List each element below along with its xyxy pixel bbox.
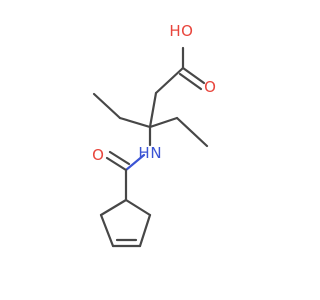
bond-ch2-carboxyl (154, 66, 185, 95)
molecule-structure-diagram: H O O O H N (92, 22, 216, 248)
ring-bond-3 (99, 213, 115, 248)
bond-ethyl-right-terminal (175, 116, 209, 148)
bond-quaternary-ethyl-left (118, 116, 152, 129)
ring-bond-1 (99, 198, 128, 217)
amide-hydrogen-label: H (138, 144, 149, 162)
bond-quaternary-ethyl-right (148, 116, 179, 129)
bond-amide-co-double-a (105, 156, 128, 172)
bond-carboxyl-co-double-a (181, 66, 206, 85)
amide-nitrogen-label: N (150, 144, 161, 162)
bond-nitrogen-carbonyl (124, 153, 146, 172)
bond-amide-co-double-b (108, 150, 131, 166)
acid-carbonyl-oxygen-label: O (204, 78, 216, 96)
amide-carbonyl-oxygen-label: O (92, 146, 104, 164)
ring-bond-2 (124, 198, 152, 217)
bond-quaternary-ch2 (148, 91, 158, 129)
bond-ethyl-left-terminal (92, 92, 122, 120)
bond-carboxyl-co-double-b (178, 72, 203, 91)
hydroxyl-oxygen-label: O (181, 22, 193, 40)
ring-bond-4 (138, 213, 152, 248)
hydroxyl-hydrogen-label: H (169, 22, 180, 40)
